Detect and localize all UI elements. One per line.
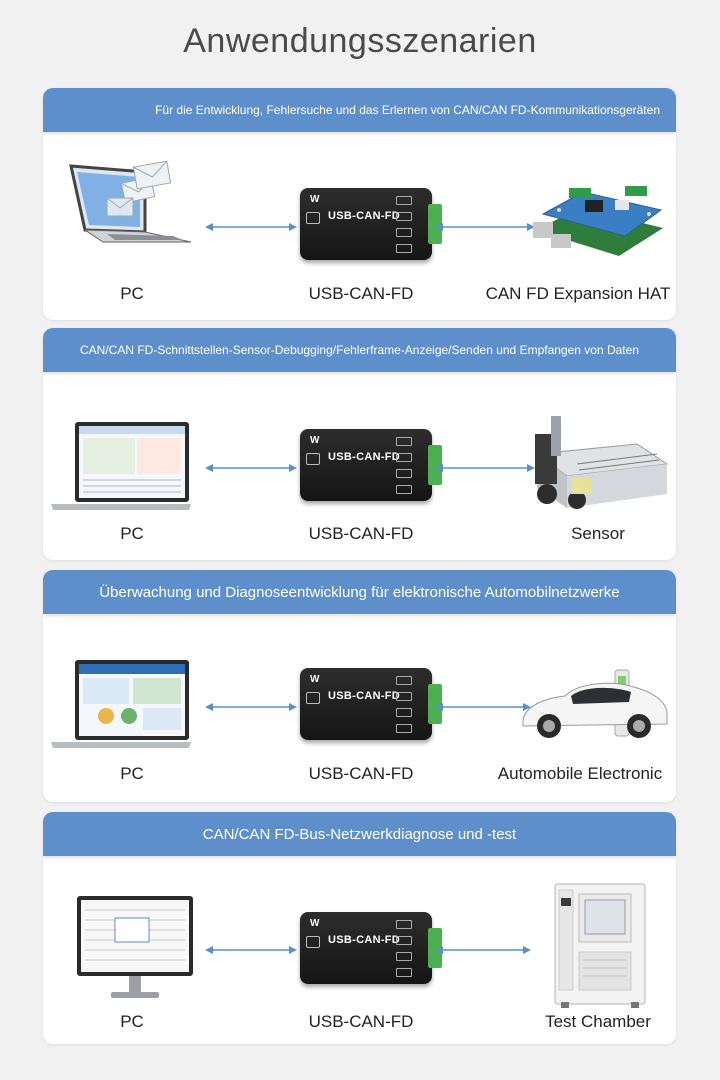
- status-led: [396, 676, 412, 685]
- status-led: [396, 212, 412, 221]
- scenario-header: Für die Entwicklung, Fehlersuche und das…: [43, 88, 676, 132]
- laptop-software-icon: [51, 422, 191, 510]
- test-chamber-icon: [554, 883, 646, 1008]
- caption-device: USB-CAN-FD: [308, 764, 414, 783]
- scenario-card-sensor: CAN/CAN FD-Schnittstellen-Sensor-Debuggi…: [43, 328, 676, 560]
- connection-arrow: [205, 223, 297, 231]
- status-led: [396, 968, 412, 977]
- connection-arrow: [435, 464, 535, 472]
- monitor-icon: [77, 896, 193, 998]
- laptop-dashboard-icon: [51, 660, 191, 748]
- connection-arrow: [435, 946, 531, 954]
- status-led: [396, 692, 412, 701]
- status-led: [396, 485, 412, 494]
- scenario-card-automotive: Überwachung und Diagnoseentwicklung für …: [43, 570, 676, 802]
- connection-arrow: [205, 464, 297, 472]
- caption-device: USB-CAN-FD: [308, 284, 414, 303]
- brand-logo: W: [310, 435, 320, 446]
- status-led: [396, 244, 412, 253]
- scenario-header: CAN/CAN FD-Schnittstellen-Sensor-Debuggi…: [43, 328, 676, 372]
- device-label: USB-CAN-FD: [328, 451, 401, 463]
- caption-pc: PC: [120, 764, 144, 783]
- status-led: [396, 952, 412, 961]
- caption-target: Test Chamber: [545, 1012, 651, 1031]
- scenario-header: CAN/CAN FD-Bus-Netzwerkdiagnose und -tes…: [43, 812, 676, 856]
- industrial-machine-icon: [535, 416, 669, 509]
- connection-arrow: [205, 946, 297, 954]
- status-led: [396, 936, 412, 945]
- status-led: [396, 196, 412, 205]
- usb-can-fd-device: W USB-CAN-FD: [300, 668, 442, 740]
- status-led: [396, 437, 412, 446]
- caption-pc: PC: [120, 524, 144, 543]
- caption-device: USB-CAN-FD: [308, 1012, 414, 1031]
- scenario-card-test: CAN/CAN FD-Bus-Netzwerkdiagnose und -tes…: [43, 812, 676, 1044]
- status-led: [396, 920, 412, 929]
- terminal-block: [428, 204, 442, 244]
- electric-car-icon: [522, 669, 668, 738]
- status-led: [396, 724, 412, 733]
- device-label: USB-CAN-FD: [328, 210, 401, 222]
- page-title: Anwendungsszenarien: [183, 22, 537, 60]
- connection-arrow: [205, 703, 297, 711]
- usb-port: [306, 692, 320, 704]
- caption-pc: PC: [120, 284, 144, 303]
- device-label: USB-CAN-FD: [328, 690, 401, 702]
- status-led: [396, 469, 412, 478]
- usb-can-fd-device: W USB-CAN-FD: [300, 429, 442, 501]
- brand-logo: W: [310, 918, 320, 929]
- laptop-email-icon: [69, 160, 192, 243]
- caption-pc: PC: [120, 1012, 144, 1031]
- caption-target: CAN FD Expansion HAT: [485, 284, 671, 303]
- caption-target: Automobile Electronic: [497, 764, 663, 783]
- usb-can-fd-device: W USB-CAN-FD: [300, 912, 442, 984]
- scenario-card-development: Für die Entwicklung, Fehlersuche und das…: [43, 88, 676, 320]
- raspberry-pi-hat-icon: [533, 186, 663, 256]
- caption-device: USB-CAN-FD: [308, 524, 414, 543]
- device-label: USB-CAN-FD: [328, 934, 401, 946]
- connection-arrow: [435, 703, 531, 711]
- terminal-block: [428, 445, 442, 485]
- usb-can-fd-device: W USB-CAN-FD: [300, 188, 442, 260]
- brand-logo: W: [310, 194, 320, 205]
- brand-logo: W: [310, 674, 320, 685]
- usb-port: [306, 453, 320, 465]
- usb-port: [306, 212, 320, 224]
- scenario-header: Überwachung und Diagnoseentwicklung für …: [43, 570, 676, 614]
- status-led: [396, 708, 412, 717]
- status-led: [396, 228, 412, 237]
- terminal-block: [428, 928, 442, 968]
- caption-target: Sensor: [571, 524, 625, 543]
- status-led: [396, 453, 412, 462]
- usb-port: [306, 936, 320, 948]
- terminal-block: [428, 684, 442, 724]
- connection-arrow: [435, 223, 535, 231]
